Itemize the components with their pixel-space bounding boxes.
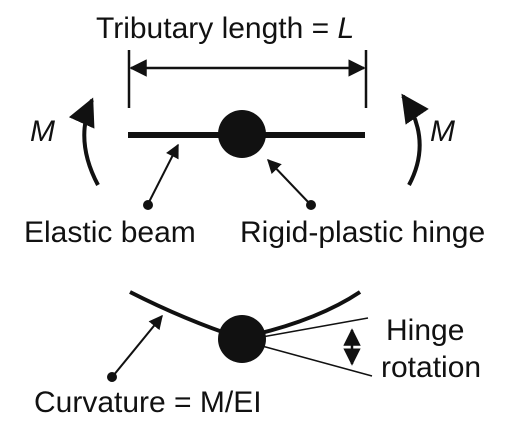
length-symbol: L [337, 12, 355, 45]
moment-left-label: M [30, 115, 55, 148]
tangent-line-upper [261, 317, 369, 338]
tangent-line-lower [261, 345, 373, 377]
hinge-rotation-indicator [261, 317, 373, 377]
hinge-circle [218, 110, 266, 158]
hinge-rotation-label-line2: rotation [381, 351, 482, 384]
deformed-beam [129, 290, 362, 363]
tributary-length-dimension [127, 50, 368, 108]
deformed-hinge-circle [218, 315, 266, 363]
tributary-length-text: Tributary length = [96, 12, 338, 45]
leader-elastic-beam [143, 143, 179, 210]
moment-right-label: M [430, 115, 455, 148]
leader-curvature [107, 314, 163, 382]
hinge-rotation-label-line1: Hinge [386, 314, 465, 347]
leader-hinge [267, 158, 316, 210]
tributary-length-label: Tributary length = L [96, 12, 354, 46]
beam-with-hinge [128, 110, 365, 158]
elastic-beam-label: Elastic beam [24, 216, 196, 249]
curvature-label: Curvature = M/EI [34, 386, 262, 419]
moment-arrow-right [401, 93, 429, 186]
rigid-plastic-hinge-label: Rigid-plastic hinge [240, 216, 486, 249]
moment-arrow-left [68, 97, 100, 186]
